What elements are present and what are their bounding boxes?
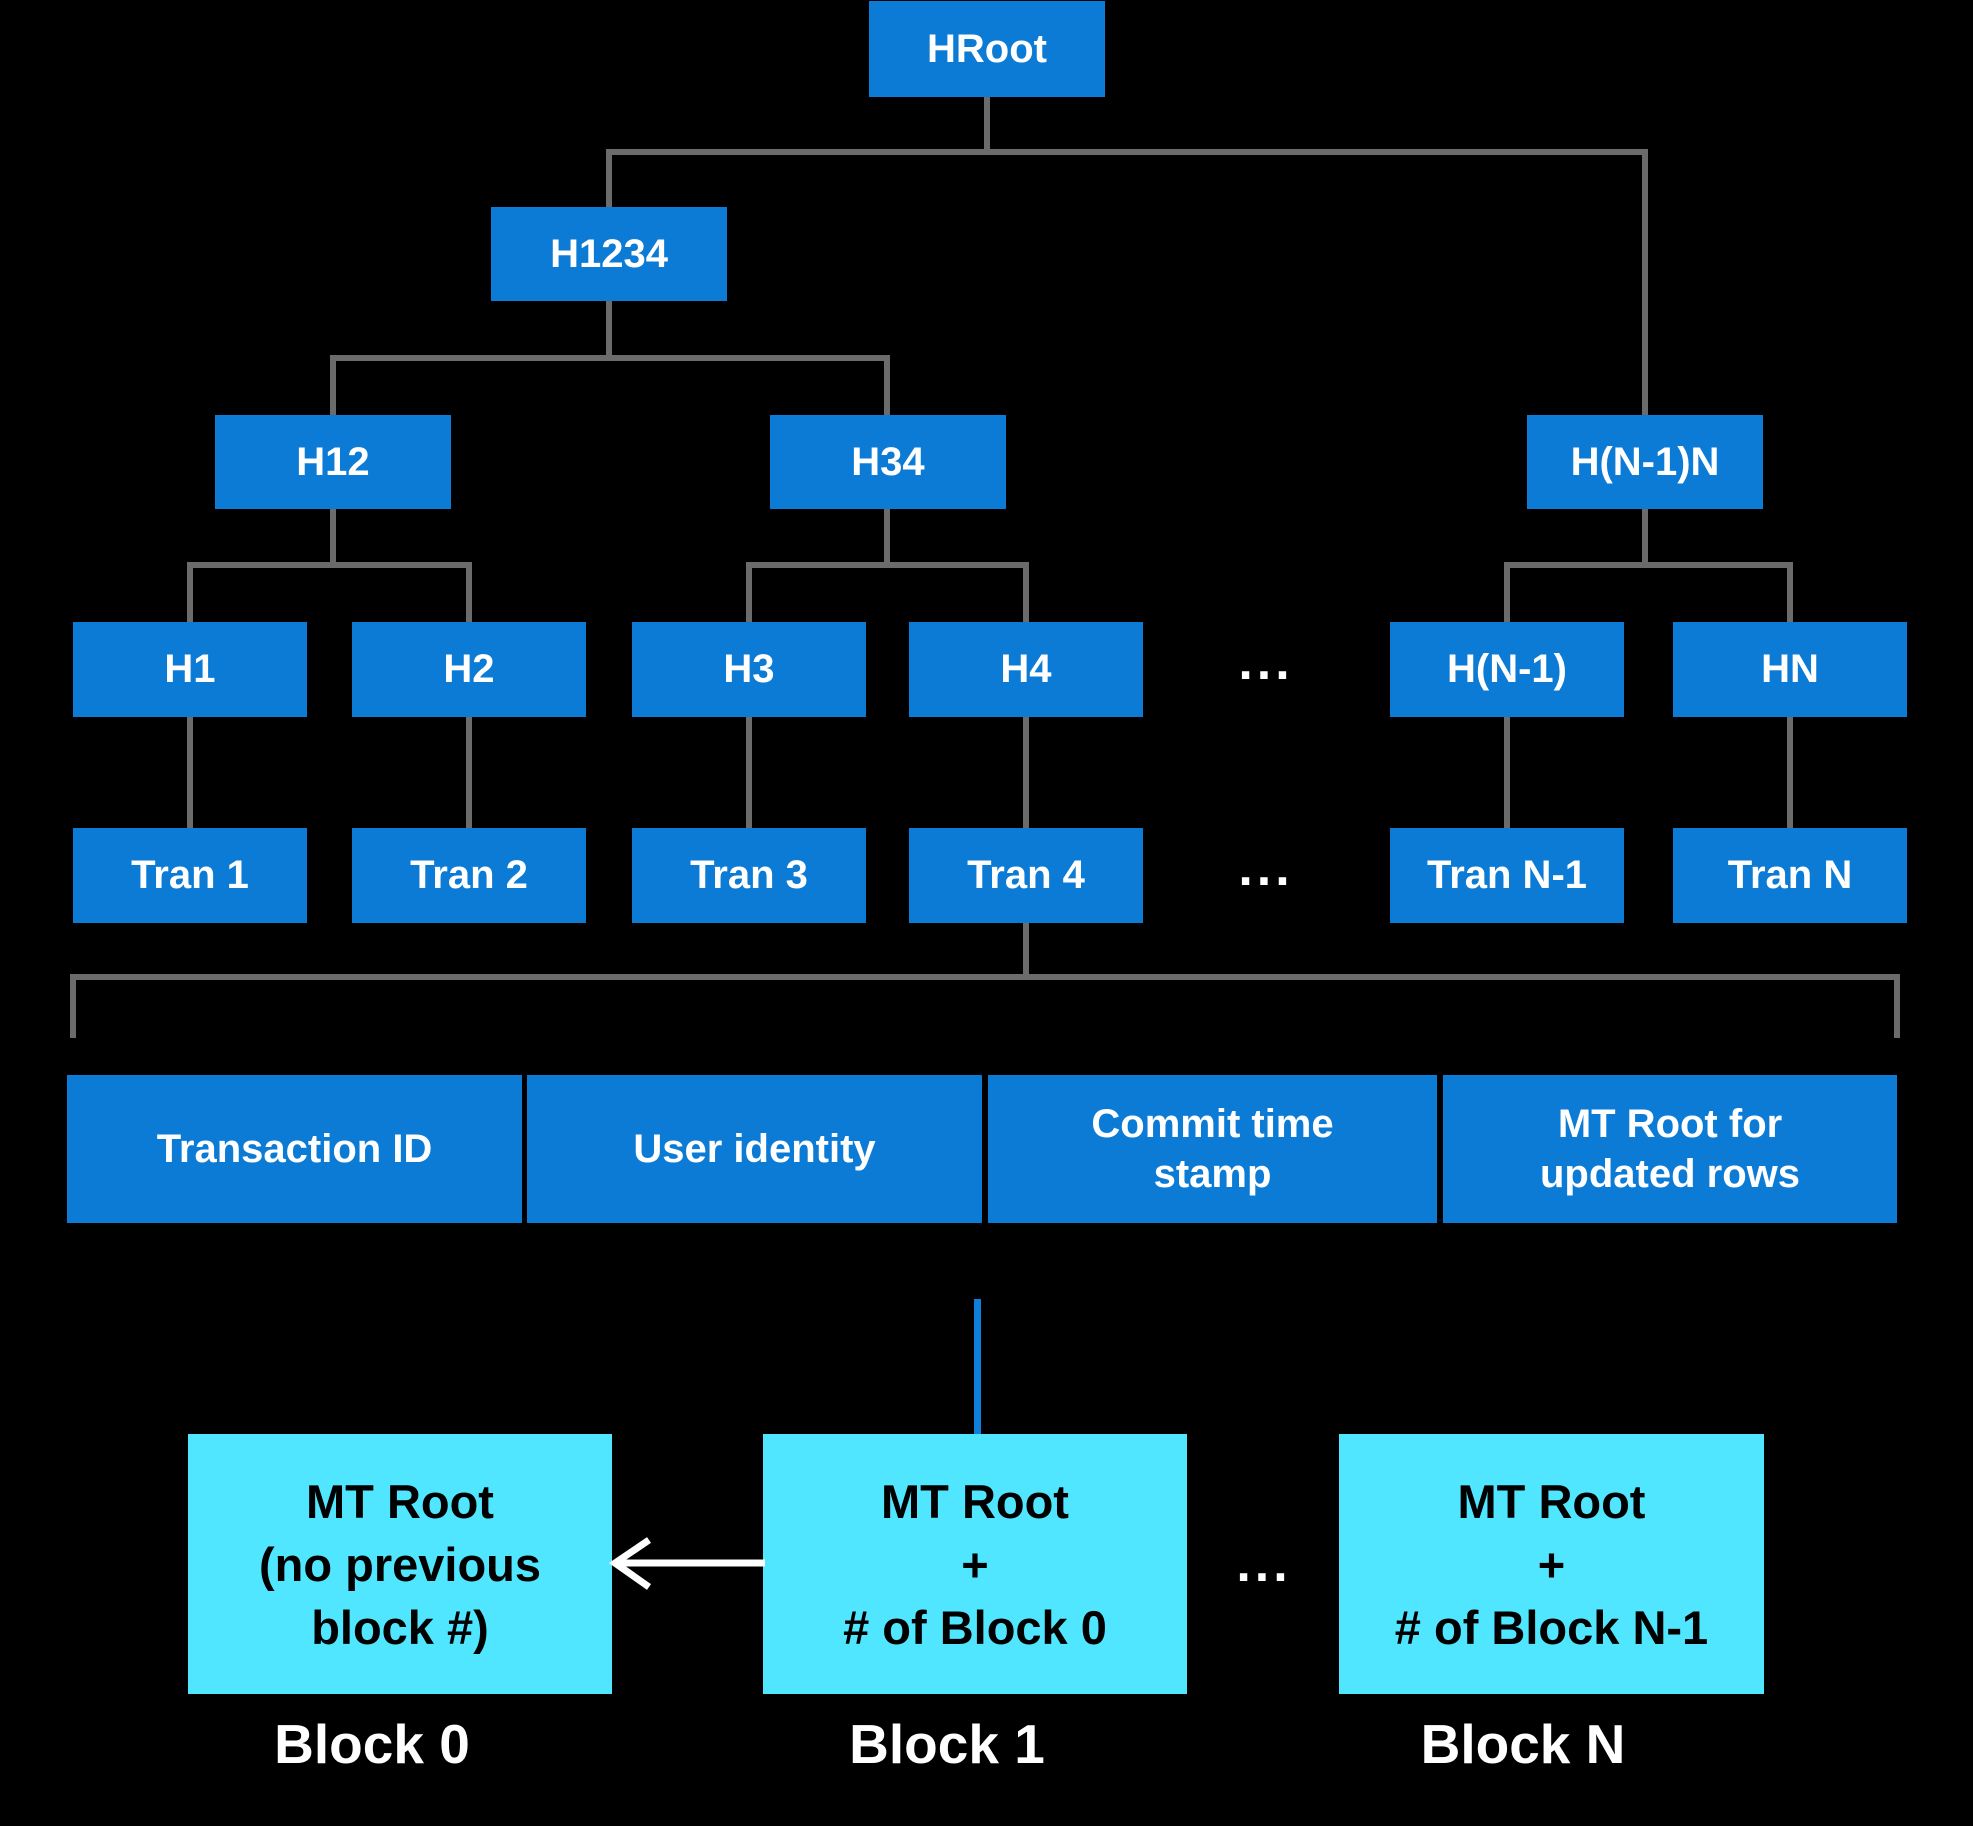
node-h1-label: H1 <box>164 647 216 691</box>
node-trann-label: Tran N <box>1727 853 1853 897</box>
blocks-ellipsis: ... <box>1236 1535 1292 1593</box>
connector-h34-left-stem <box>746 562 752 622</box>
blockn-box: MT Root + # of Block N-1 <box>1339 1434 1764 1694</box>
connector-h34-stem <box>884 509 890 565</box>
block0-label: Block 0 <box>274 1712 470 1775</box>
node-tran1-label: Tran 1 <box>131 853 249 897</box>
node-trann1: Tran N-1 <box>1390 828 1624 923</box>
node-hn1n: H(N-1)N <box>1527 415 1763 509</box>
node-tran1: Tran 1 <box>73 828 307 923</box>
field-mt-root-updated-rows-label: MT Root for updated rows <box>1539 1102 1801 1196</box>
connector-h2-tran2 <box>466 717 472 828</box>
field-mt-root-updated-rows: MT Root for updated rows <box>1443 1075 1897 1223</box>
node-hn-label: HN <box>1761 647 1819 691</box>
node-h2-label: H2 <box>443 647 495 691</box>
block1-line2: + <box>961 1537 989 1591</box>
block1-line3: # of Block 0 <box>843 1600 1107 1654</box>
node-h1: H1 <box>73 622 307 717</box>
node-hn1: H(N-1) <box>1390 622 1624 717</box>
node-h4: H4 <box>909 622 1143 717</box>
connector-hroot-stem <box>984 97 990 155</box>
block0-line1: MT Root <box>306 1474 494 1528</box>
connector-hn1n-right-stem <box>1787 562 1793 622</box>
connector-l1-left-stem <box>606 149 612 207</box>
blockn-line3: # of Block N-1 <box>1394 1600 1709 1654</box>
node-trann1-label: Tran N-1 <box>1426 853 1588 897</box>
node-tran4-label: Tran 4 <box>967 853 1085 897</box>
node-h3: H3 <box>632 622 866 717</box>
bracket-left-stub <box>70 974 76 1038</box>
connector-hn-trann <box>1787 717 1793 828</box>
node-h3-label: H3 <box>723 647 775 691</box>
connector-h34-horizontal <box>746 562 1029 568</box>
node-tran4: Tran 4 <box>909 828 1143 923</box>
connector-h12-left-stem <box>187 562 193 622</box>
block0-line2: (no previous <box>258 1537 542 1591</box>
block0-box: MT Root (no previous block #) <box>188 1434 612 1694</box>
field-transaction-id: Transaction ID <box>67 1075 522 1223</box>
connector-h34-right-stem <box>1023 562 1029 622</box>
connector-l1-right-stem <box>1642 149 1648 415</box>
node-tran2: Tran 2 <box>352 828 586 923</box>
connector-h1-tran1 <box>187 717 193 828</box>
connector-h3-tran3 <box>746 717 752 828</box>
node-h34: H34 <box>770 415 1006 509</box>
field-user-identity-label: User identity <box>633 1127 876 1171</box>
hash-row-ellipsis: ... <box>1238 632 1294 691</box>
node-h4-label: H4 <box>1000 647 1052 691</box>
connector-hn1n-left-stem <box>1504 562 1510 622</box>
block0-line3: block #) <box>311 1600 489 1654</box>
connector-l2-left-stem <box>330 355 336 415</box>
connector-l2-horizontal <box>330 355 890 361</box>
node-hroot: HRoot <box>869 1 1105 97</box>
node-h34-label: H34 <box>851 439 925 484</box>
node-hn1n-label: H(N-1)N <box>1570 439 1720 484</box>
connector-tran4-stem <box>1023 923 1029 980</box>
block1-box: MT Root + # of Block 0 <box>763 1434 1187 1694</box>
node-trann: Tran N <box>1673 828 1907 923</box>
field-commit-time-stamp: Commit time stamp <box>988 1075 1437 1223</box>
node-h2: H2 <box>352 622 586 717</box>
block1-label: Block 1 <box>849 1712 1045 1775</box>
connector-h12-horizontal <box>187 562 472 568</box>
connector-h1234-stem <box>606 301 612 361</box>
node-h1234-label: H1234 <box>550 231 668 276</box>
connector-h4-tran4 <box>1023 717 1029 828</box>
node-hn: HN <box>1673 622 1907 717</box>
block1-line1: MT Root <box>881 1474 1069 1528</box>
field-user-identity: User identity <box>527 1075 982 1223</box>
bracket-right-stub <box>1894 974 1900 1038</box>
connector-mtroot-block1 <box>974 1299 981 1435</box>
node-hn1-label: H(N-1) <box>1447 647 1567 691</box>
node-tran2-label: Tran 2 <box>410 853 528 897</box>
blockn-line2: + <box>1537 1537 1566 1591</box>
node-hroot-label: HRoot <box>927 26 1047 71</box>
connector-hn1-trann1 <box>1504 717 1510 828</box>
field-commit-time-stamp-label: Commit time stamp <box>1091 1102 1334 1196</box>
node-h12-label: H12 <box>296 439 370 484</box>
connector-h12-stem <box>330 509 336 565</box>
field-transaction-id-label: Transaction ID <box>156 1127 433 1171</box>
connector-hn1n-stem <box>1642 509 1648 565</box>
connector-l2-right-stem <box>884 355 890 415</box>
blockn-label: Block N <box>1420 1712 1626 1775</box>
node-tran3: Tran 3 <box>632 828 866 923</box>
blockn-line1: MT Root <box>1457 1474 1646 1528</box>
bracket-horizontal <box>70 974 1900 980</box>
connector-h12-right-stem <box>466 562 472 622</box>
connector-hn1n-horizontal <box>1504 562 1793 568</box>
previous-block-arrow-icon <box>608 1537 765 1590</box>
node-tran3-label: Tran 3 <box>690 853 808 897</box>
connector-l1-horizontal <box>606 149 1648 155</box>
node-h12: H12 <box>215 415 451 509</box>
tran-row-ellipsis: ... <box>1238 838 1294 897</box>
node-h1234: H1234 <box>491 207 727 301</box>
